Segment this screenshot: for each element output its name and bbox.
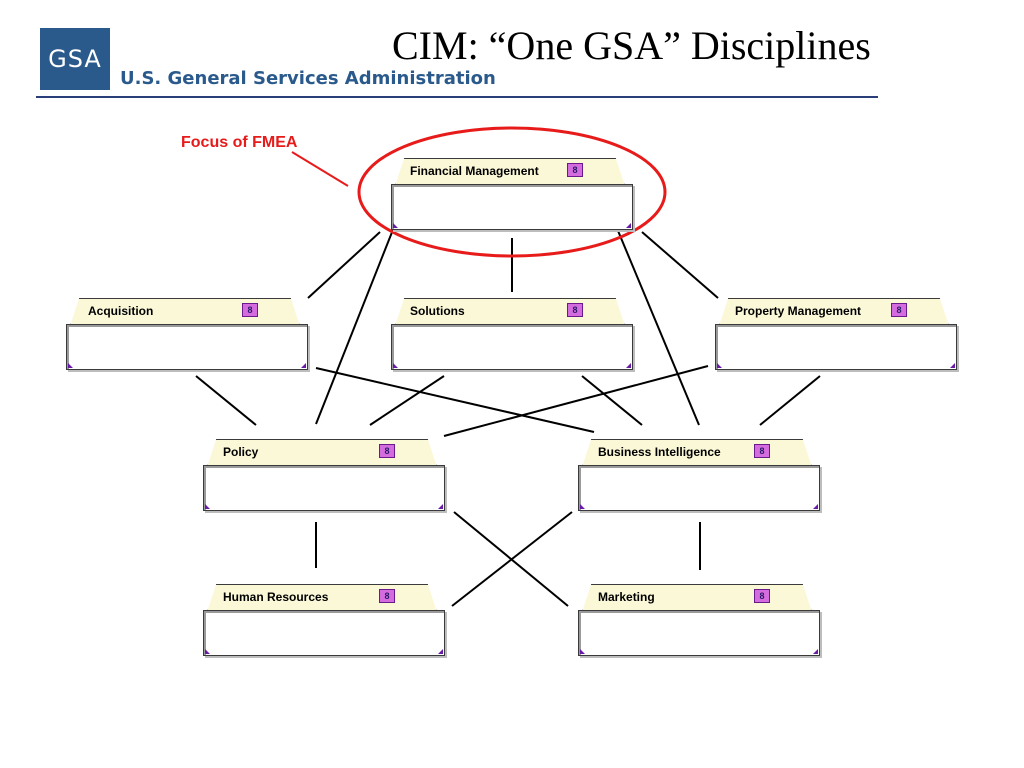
focus-label: Focus of FMEA bbox=[181, 134, 298, 151]
discipline-icon: 8 bbox=[379, 444, 395, 458]
connector-bi-hr bbox=[451, 511, 573, 607]
node-box bbox=[715, 324, 957, 370]
connector-prop-policy bbox=[443, 365, 709, 437]
connector-acq-bi bbox=[315, 367, 595, 433]
node-box bbox=[203, 610, 445, 656]
node-financial-management[interactable]: Financial Management 8 bbox=[391, 158, 633, 230]
corner-marker bbox=[950, 363, 955, 368]
connector-fm-property bbox=[641, 231, 719, 299]
corner-marker bbox=[205, 504, 210, 509]
corner-marker bbox=[626, 363, 631, 368]
node-box bbox=[578, 610, 820, 656]
gsa-logo: GSA bbox=[40, 28, 110, 90]
node-tab bbox=[395, 298, 625, 326]
node-solutions[interactable]: Solutions 8 bbox=[391, 298, 633, 370]
corner-marker bbox=[813, 504, 818, 509]
node-label: Business Intelligence bbox=[598, 445, 721, 459]
corner-marker bbox=[717, 363, 722, 368]
agency-name: U.S. General Services Administration bbox=[120, 68, 496, 89]
corner-marker bbox=[580, 504, 585, 509]
focus-ellipse bbox=[357, 126, 667, 258]
focus-pointer-line bbox=[291, 151, 349, 187]
corner-marker bbox=[580, 649, 585, 654]
corner-marker bbox=[813, 649, 818, 654]
corner-marker bbox=[438, 504, 443, 509]
node-acquisition[interactable]: Acquisition 8 bbox=[66, 298, 308, 370]
gsa-logo-text: GSA bbox=[48, 45, 102, 73]
discipline-icon: 8 bbox=[891, 303, 907, 317]
connector-sol-bi bbox=[581, 375, 643, 426]
node-label: Human Resources bbox=[223, 590, 329, 604]
node-label: Solutions bbox=[410, 304, 465, 318]
node-tab bbox=[582, 584, 812, 612]
page-title: CIM: “One GSA” Disciplines bbox=[392, 23, 871, 68]
node-label: Property Management bbox=[735, 304, 862, 318]
corner-marker bbox=[438, 649, 443, 654]
corner-marker bbox=[68, 363, 73, 368]
node-box bbox=[391, 184, 633, 230]
node-box bbox=[66, 324, 308, 370]
connector-fm-policy bbox=[315, 211, 401, 425]
header-divider bbox=[36, 96, 878, 98]
connector-sol-policy bbox=[369, 375, 445, 426]
connector-fm-bi bbox=[615, 225, 700, 426]
node-tab bbox=[207, 439, 437, 467]
node-label: Acquisition bbox=[88, 304, 154, 318]
node-business-intelligence[interactable]: Business Intelligence 8 bbox=[578, 439, 820, 511]
node-box bbox=[578, 465, 820, 511]
discipline-icon: 8 bbox=[754, 589, 770, 603]
connector-acq-policy bbox=[195, 375, 257, 426]
node-human-resources[interactable]: Human Resources 8 bbox=[203, 584, 445, 656]
node-property-management[interactable]: Property Management 8 bbox=[715, 298, 957, 370]
node-policy[interactable]: Policy 8 bbox=[203, 439, 445, 511]
discipline-icon: 8 bbox=[754, 444, 770, 458]
node-label: Marketing bbox=[598, 590, 655, 604]
discipline-icon: 8 bbox=[242, 303, 258, 317]
corner-marker bbox=[301, 363, 306, 368]
node-box bbox=[203, 465, 445, 511]
corner-marker bbox=[626, 223, 631, 228]
connector-fm-acquisition bbox=[307, 231, 381, 299]
discipline-icon: 8 bbox=[567, 303, 583, 317]
corner-marker bbox=[205, 649, 210, 654]
discipline-icon: 8 bbox=[379, 589, 395, 603]
node-marketing[interactable]: Marketing 8 bbox=[578, 584, 820, 656]
connector-prop-bi bbox=[759, 375, 821, 426]
corner-marker bbox=[393, 223, 398, 228]
node-label: Financial Management bbox=[410, 164, 539, 178]
discipline-icon: 8 bbox=[567, 163, 583, 177]
node-label: Policy bbox=[223, 445, 259, 459]
node-box bbox=[391, 324, 633, 370]
corner-marker bbox=[393, 363, 398, 368]
